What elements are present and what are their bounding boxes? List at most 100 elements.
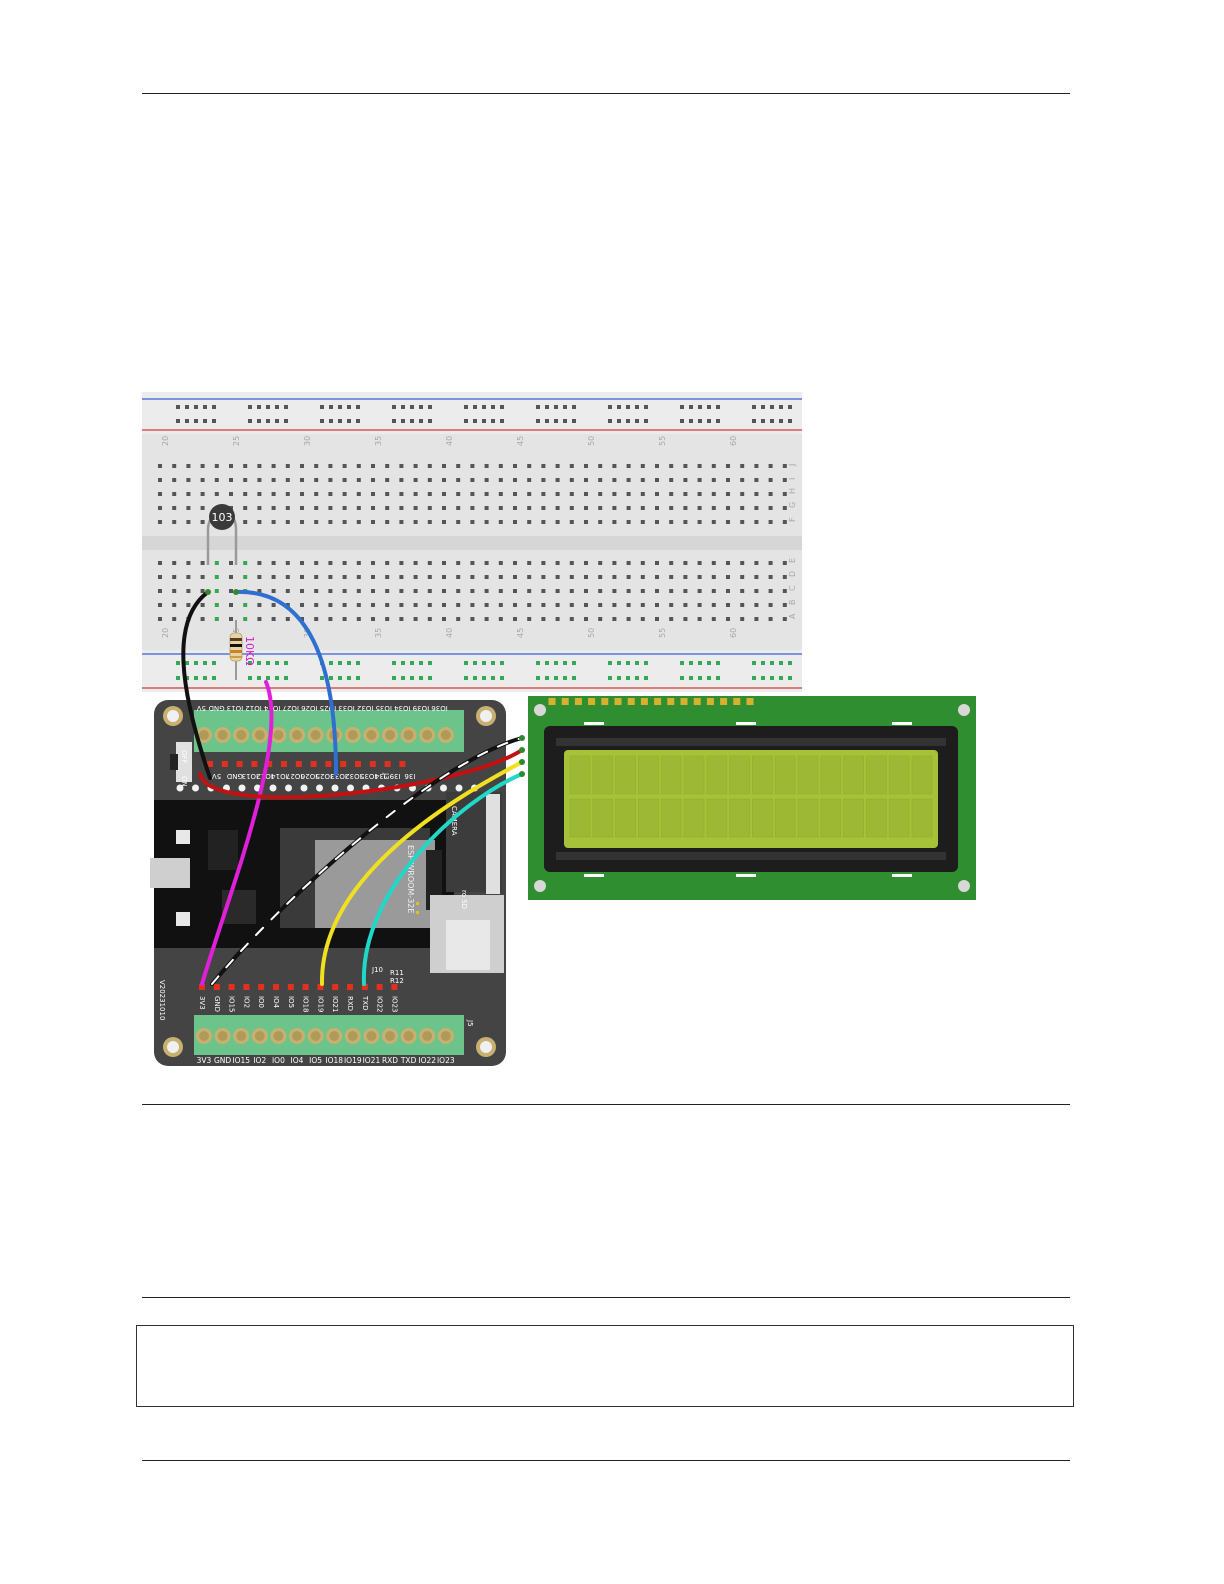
thermistor-label: 103: [212, 511, 233, 524]
bottom-inner-pin-label: IO21: [331, 996, 339, 1012]
breadboard-row-letter: G: [788, 502, 797, 508]
top-inner-pin-label: IO13: [242, 772, 258, 780]
board-version-label: V20231010: [158, 980, 166, 1020]
top-inner-pin-label: GND: [227, 772, 243, 780]
bottom-header-pin-label: IO0: [272, 1056, 285, 1065]
bottom-header-pin-label: IO21: [363, 1056, 381, 1065]
top-inner-pin-label: 5V: [212, 772, 221, 780]
wire-black-gnd: [181, 590, 212, 780]
bottom-inner-pin-label: IO4: [272, 996, 280, 1009]
breadboard-column-number: 35: [374, 436, 383, 446]
bottom-header-pin-label: IO18: [325, 1056, 343, 1065]
wire-blue-signal: [234, 589, 338, 776]
bottom-inner-pin-label: TXD: [361, 995, 369, 1010]
top-header-pin-label: IO27: [283, 704, 299, 712]
top-header-pin-label: GND: [209, 704, 225, 712]
module-label: ESP-WROOM-32E: [406, 845, 415, 913]
top-inner-pin-label: IO32: [345, 772, 361, 780]
breadboard-row-letter: A: [788, 613, 797, 619]
bottom-header-pin-label: IO4: [291, 1056, 304, 1065]
header-rule: [142, 93, 1070, 94]
bottom-inner-pin-label: IO15: [228, 996, 236, 1012]
r12-label: R12: [390, 977, 404, 985]
breadboard-column-number: 60: [729, 436, 738, 446]
connector-j10-label: J10: [371, 966, 383, 974]
wire-cyan-scl: [361, 772, 524, 986]
bottom-header-pin-label: IO22: [418, 1056, 436, 1065]
code-block: [136, 1325, 1074, 1407]
breadboard-row-letter: B: [788, 600, 797, 606]
breadboard-column-number: 45: [516, 436, 525, 446]
top-inner-pin-label: I36: [404, 772, 416, 780]
top-header-pin-label: IO25: [320, 704, 336, 712]
breadboard-column-number: 50: [587, 436, 596, 446]
resistor: 10KΩ: [229, 620, 256, 680]
bottom-header-pin-label: IO23: [437, 1056, 455, 1065]
breadboard-column-number: 40: [445, 628, 454, 638]
top-header-pin-label: IO32: [357, 704, 373, 712]
bottom-header-pin-label: 3V3: [197, 1056, 212, 1065]
breadboard-column-number: 55: [658, 436, 667, 446]
top-inner-pin-label: IO26: [300, 772, 317, 780]
bottom-header-pin-label: IO15: [232, 1056, 250, 1065]
top-header-pin-label: IO13: [227, 704, 243, 712]
breadboard-row-letter: H: [788, 488, 797, 494]
breadboard-column-number: 45: [516, 628, 525, 638]
camera-label: CAMERA: [450, 806, 458, 836]
top-header-pin-label: IO33: [338, 704, 354, 712]
breadboard-row-letter: J: [788, 464, 797, 467]
breadboard-column-number: 55: [658, 628, 667, 638]
top-header-pin-label: IO26: [301, 704, 318, 712]
bottom-header-pin-label: RXD: [382, 1056, 398, 1065]
switch-on-label: ON: [180, 776, 188, 787]
breadboard-row-letter: I: [788, 478, 797, 480]
top-inner-pin-label: IO35: [360, 772, 376, 780]
bottom-inner-pin-label: IO0: [257, 996, 265, 1008]
wire-yellow-sda: [319, 760, 524, 986]
wire-magenta-3v3: [200, 680, 274, 986]
r11-label: R11: [390, 969, 404, 977]
thermistor: 103: [206, 504, 238, 565]
bottom-inner-pin-label: IO19: [316, 996, 324, 1012]
top-inner-pin-label: IO27: [286, 772, 302, 780]
bottom-inner-pin-label: IO18: [302, 996, 310, 1012]
top-header-pin-label: IO36: [431, 704, 448, 712]
breadboard-column-number: 50: [587, 628, 596, 638]
bottom-inner-pin-label: IO5: [287, 996, 295, 1008]
breadboard-row-letter: E: [788, 558, 797, 563]
top-inner-pin-label: I39: [390, 772, 401, 780]
breadboard-column-number: 40: [445, 436, 454, 446]
bottom-inner-pin-label: RXD: [346, 996, 354, 1011]
bottom-header-pin-label: IO5: [309, 1056, 322, 1065]
section-rule: [142, 1297, 1070, 1298]
breadboard-row-letter: F: [788, 517, 797, 522]
breadboard-column-number: 60: [729, 628, 738, 638]
breadboard-column-number: 20: [161, 436, 170, 446]
bottom-header-pin-label: TXD: [400, 1056, 417, 1065]
breadboard-column-number: 25: [232, 436, 241, 446]
bottom-inner-pin-label: IO22: [376, 996, 384, 1012]
top-header-pin-label: IO12: [245, 704, 261, 712]
top-inner-pin-label: I34: [374, 772, 386, 780]
bottom-inner-pin-label: 3V3: [198, 996, 206, 1010]
figure-bottom-rule: [142, 1104, 1070, 1105]
bottom-inner-pin-label: GND: [213, 996, 221, 1012]
lcd1602-module: [528, 696, 976, 900]
resistor-label: 10KΩ: [243, 636, 256, 666]
footer-rule: [142, 1460, 1070, 1461]
top-inner-pin-label: IO14: [271, 772, 288, 780]
wire-red-5v: [198, 748, 524, 800]
connector-j5-label: J5: [466, 1019, 474, 1027]
bottom-inner-pin-label: IO23: [390, 996, 398, 1012]
top-inner-pin-label: IO25: [316, 772, 332, 780]
wires: [181, 589, 525, 986]
bottom-header-pin-label: GND: [214, 1056, 231, 1065]
bottom-header-pin-label: IO19: [344, 1056, 362, 1065]
sd-label: ro SD: [460, 890, 468, 909]
top-header-pin-label: 5V: [197, 704, 206, 712]
bottom-inner-pin-label: IO2: [242, 996, 250, 1008]
top-header-pin-label: IO34: [394, 704, 411, 712]
